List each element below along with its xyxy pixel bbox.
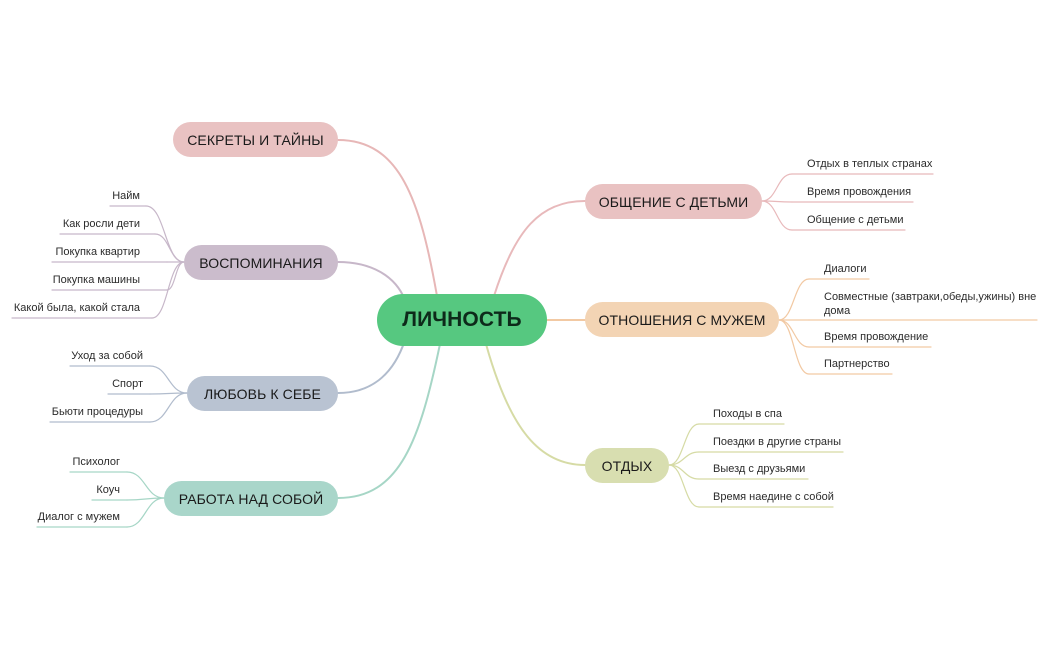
leaf-rest-1[interactable]: Походы в спа	[713, 408, 783, 420]
leaf-memories-3[interactable]: Покупка квартир	[55, 246, 140, 258]
connector-rest	[485, 343, 586, 466]
memories-branch-5	[151, 261, 185, 319]
connector-self-work	[337, 343, 441, 499]
leaf-husband-2[interactable]: Совместные (завтраки,обеды,ужины) вне до…	[824, 291, 1037, 317]
leaf-rest-4[interactable]: Время наедине с собой	[713, 491, 834, 503]
leaf-children-3[interactable]: Общение с детьми	[807, 214, 904, 226]
topic-secrets[interactable]: СЕКРЕТЫ И ТАЙНЫ	[173, 122, 338, 157]
root-node[interactable]: ЛИЧНОСТЬ	[377, 294, 547, 346]
leaf-self-work-1[interactable]: Психолог	[72, 456, 120, 468]
connector-self-love	[337, 339, 406, 394]
self-love-branch-1	[149, 365, 188, 394]
rest-branch-2	[668, 451, 700, 466]
leaf-memories-4[interactable]: Покупка машины	[52, 274, 140, 286]
self-work-branch-1	[126, 471, 165, 499]
leaf-children-2[interactable]: Время провождения	[807, 186, 912, 198]
topic-husband[interactable]: ОТНОШЕНИЯ С МУЖЕМ	[585, 302, 779, 337]
leaf-self-work-2[interactable]: Коуч	[96, 484, 120, 496]
children-branch-1	[761, 173, 793, 202]
husband-branch-3	[778, 319, 810, 348]
rest-branch-1	[668, 423, 700, 466]
leaf-rest-3[interactable]: Выезд с друзьями	[713, 463, 806, 475]
leaf-self-love-3[interactable]: Бьюти процедуры	[51, 406, 143, 418]
self-love-branch-3	[149, 392, 188, 423]
topic-self-work[interactable]: РАБОТА НАД СОБОЙ	[164, 481, 338, 516]
topic-self-love[interactable]: ЛЮБОВЬ К СЕБЕ	[187, 376, 338, 411]
leaf-memories-1[interactable]: Найм	[112, 190, 140, 202]
leaf-self-work-3[interactable]: Диалог с мужем	[37, 511, 120, 523]
leaf-self-love-1[interactable]: Уход за собой	[71, 350, 143, 362]
topic-children[interactable]: ОБЩЕНИЕ С ДЕТЬМИ	[585, 184, 762, 219]
topic-memories[interactable]: ВОСПОМИНАНИЯ	[184, 245, 338, 280]
self-work-branch-3	[126, 497, 165, 528]
leaf-husband-1[interactable]: Диалоги	[824, 263, 867, 275]
leaf-self-love-2[interactable]: Спорт	[112, 378, 143, 390]
leaf-memories-2[interactable]: Как росли дети	[62, 218, 140, 230]
leaf-husband-4[interactable]: Партнерство	[824, 358, 890, 370]
memories-branch-2	[154, 233, 185, 263]
rest-branch-4	[668, 464, 700, 508]
husband-branch-1	[778, 278, 810, 321]
leaf-children-1[interactable]: Отдых в теплых странах	[807, 158, 933, 170]
connector-memories	[337, 261, 406, 301]
leaf-husband-3[interactable]: Время провождение	[824, 331, 929, 343]
connector-children	[493, 200, 586, 297]
connector-secrets	[337, 139, 438, 297]
leaf-rest-2[interactable]: Поездки в другие страны	[713, 436, 842, 448]
children-branch-3	[761, 200, 793, 231]
husband-branch-4	[778, 319, 810, 375]
topic-rest[interactable]: ОТДЫХ	[585, 448, 669, 483]
leaf-memories-5[interactable]: Какой была, какой стала	[13, 302, 140, 314]
